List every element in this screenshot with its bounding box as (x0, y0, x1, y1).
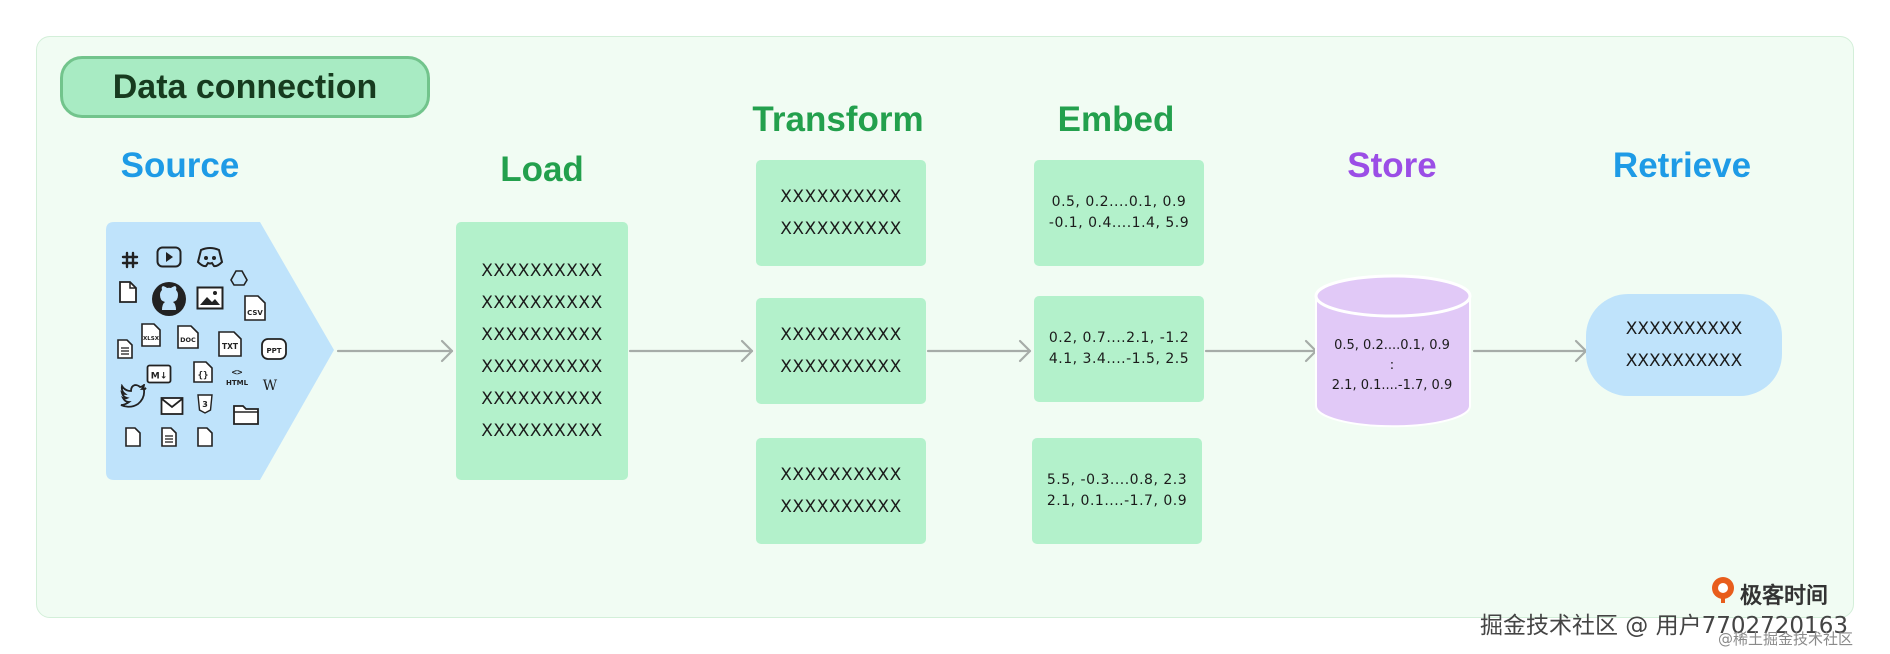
community-watermark: 掘金技术社区 @ 用户7702720163 (1480, 613, 1848, 639)
transform-heading: Transform (752, 100, 924, 139)
sub-watermark: @稀土掘金技术社区 (1718, 630, 1854, 648)
folder-icon (233, 405, 259, 425)
vector-line: 4.1, 3.4....-1.5, 2.5 (1048, 351, 1190, 367)
svg-text:PPT: PPT (266, 347, 281, 355)
retrieve-line: XXXXXXXXXX (1625, 319, 1743, 339)
svg-text:W: W (263, 378, 278, 394)
svg-text:DOC: DOC (180, 336, 196, 344)
image-icon (196, 286, 224, 310)
svg-text:3: 3 (202, 400, 208, 409)
store-heading: Store (1347, 146, 1437, 185)
vector-line: 0.5, 0.2....0.1, 0.9 (1051, 194, 1187, 210)
csv-file-icon: CSV (244, 295, 266, 321)
xlsx-file-icon: XLSX (141, 323, 161, 347)
vector-line: 2.1, 0.1....-1.7, 0.9 (1046, 493, 1188, 509)
data-connection-panel (36, 36, 1854, 618)
chunk-line: XXXXXXXXXX (780, 187, 902, 207)
vector-store-cylinder (1314, 274, 1472, 428)
chunk-line: XXXXXXXXXX (780, 219, 902, 239)
store-line: 0.5, 0.2....0.1, 0.9 (1334, 338, 1450, 353)
markdown-icon: M↓ (146, 364, 172, 384)
chunk-line: XXXXXXXXXX (780, 497, 902, 517)
file-icon (125, 427, 141, 447)
svg-text:{}: {} (198, 371, 209, 381)
retrieve-line: XXXXXXXXXX (1625, 351, 1743, 371)
vector-line: -0.1, 0.4....1.4, 5.9 (1048, 215, 1190, 231)
embedding-vector-box: 0.5, 0.2....0.1, 0.9 -0.1, 0.4....1.4, 5… (1034, 160, 1204, 266)
email-icon (160, 397, 184, 415)
json-file-icon: {} (193, 361, 213, 383)
vector-line: 5.5, -0.3....0.8, 2.3 (1046, 472, 1188, 488)
wikipedia-icon: W (263, 378, 278, 394)
store-line: 2.1, 0.1....-1.7, 0.9 (1331, 378, 1453, 393)
retrieve-heading: Retrieve (1612, 146, 1752, 185)
geektime-logo-icon (1712, 577, 1734, 603)
transform-chunk-box: XXXXXXXXXX XXXXXXXXXX (756, 298, 926, 404)
diagram-title: Data connection (60, 56, 430, 118)
txt-file-icon: TXT (218, 331, 242, 357)
load-document-box: XXXXXXXXXX XXXXXXXXXX XXXXXXXXXX XXXXXXX… (456, 222, 628, 480)
doc-file-icon: DOC (177, 325, 199, 349)
text-file-icon (117, 339, 133, 359)
embedding-vector-box: 5.5, -0.3....0.8, 2.3 2.1, 0.1....-1.7, … (1032, 438, 1202, 544)
youtube-icon (156, 246, 182, 268)
store-vectors: 0.5, 0.2....0.1, 0.9 : 2.1, 0.1....-1.7,… (1316, 336, 1468, 396)
svg-text:CSV: CSV (247, 309, 263, 317)
ppt-file-icon: PPT (261, 338, 287, 360)
svg-text:HTML: HTML (226, 379, 249, 387)
source-heading: Source (120, 146, 240, 185)
chunk-line: XXXXXXXXXX (780, 325, 902, 345)
store-line: : (1389, 358, 1395, 373)
svg-text:XLSX: XLSX (143, 336, 160, 342)
embed-heading: Embed (1057, 100, 1175, 139)
load-line: XXXXXXXXXX (481, 261, 603, 281)
load-heading: Load (500, 150, 584, 189)
svg-text:M↓: M↓ (151, 372, 168, 382)
css-icon: 3 (197, 394, 213, 414)
load-line: XXXXXXXXXX (481, 389, 603, 409)
twitter-icon (120, 384, 147, 408)
file-icon (197, 427, 213, 447)
geektime-brand: 极客时间 (1740, 584, 1829, 609)
text-file-icon (161, 427, 177, 447)
svg-text:<>: <> (232, 368, 243, 378)
load-line: XXXXXXXXXX (481, 421, 603, 441)
load-line: XXXXXXXXXX (481, 357, 603, 377)
github-icon (152, 282, 186, 316)
transform-chunk-box: XXXXXXXXXX XXXXXXXXXX (756, 438, 926, 544)
load-line: XXXXXXXXXX (481, 293, 603, 313)
vector-line: 0.2, 0.7....2.1, -1.2 (1048, 330, 1190, 346)
svg-text:TXT: TXT (222, 342, 239, 351)
load-line: XXXXXXXXXX (481, 325, 603, 345)
google-drive-icon (230, 270, 248, 286)
slack-icon (121, 251, 139, 269)
retrieve-result-box: XXXXXXXXXX XXXXXXXXXX (1586, 294, 1782, 396)
embedding-vector-box: 0.2, 0.7....2.1, -1.2 4.1, 3.4....-1.5, … (1034, 296, 1204, 402)
transform-chunk-box: XXXXXXXXXX XXXXXXXXXX (756, 160, 926, 266)
chunk-line: XXXXXXXXXX (780, 465, 902, 485)
discord-icon (196, 247, 224, 268)
html-icon: <> HTML (226, 368, 249, 387)
chunk-line: XXXXXXXXXX (780, 357, 902, 377)
file-icon (119, 281, 137, 303)
